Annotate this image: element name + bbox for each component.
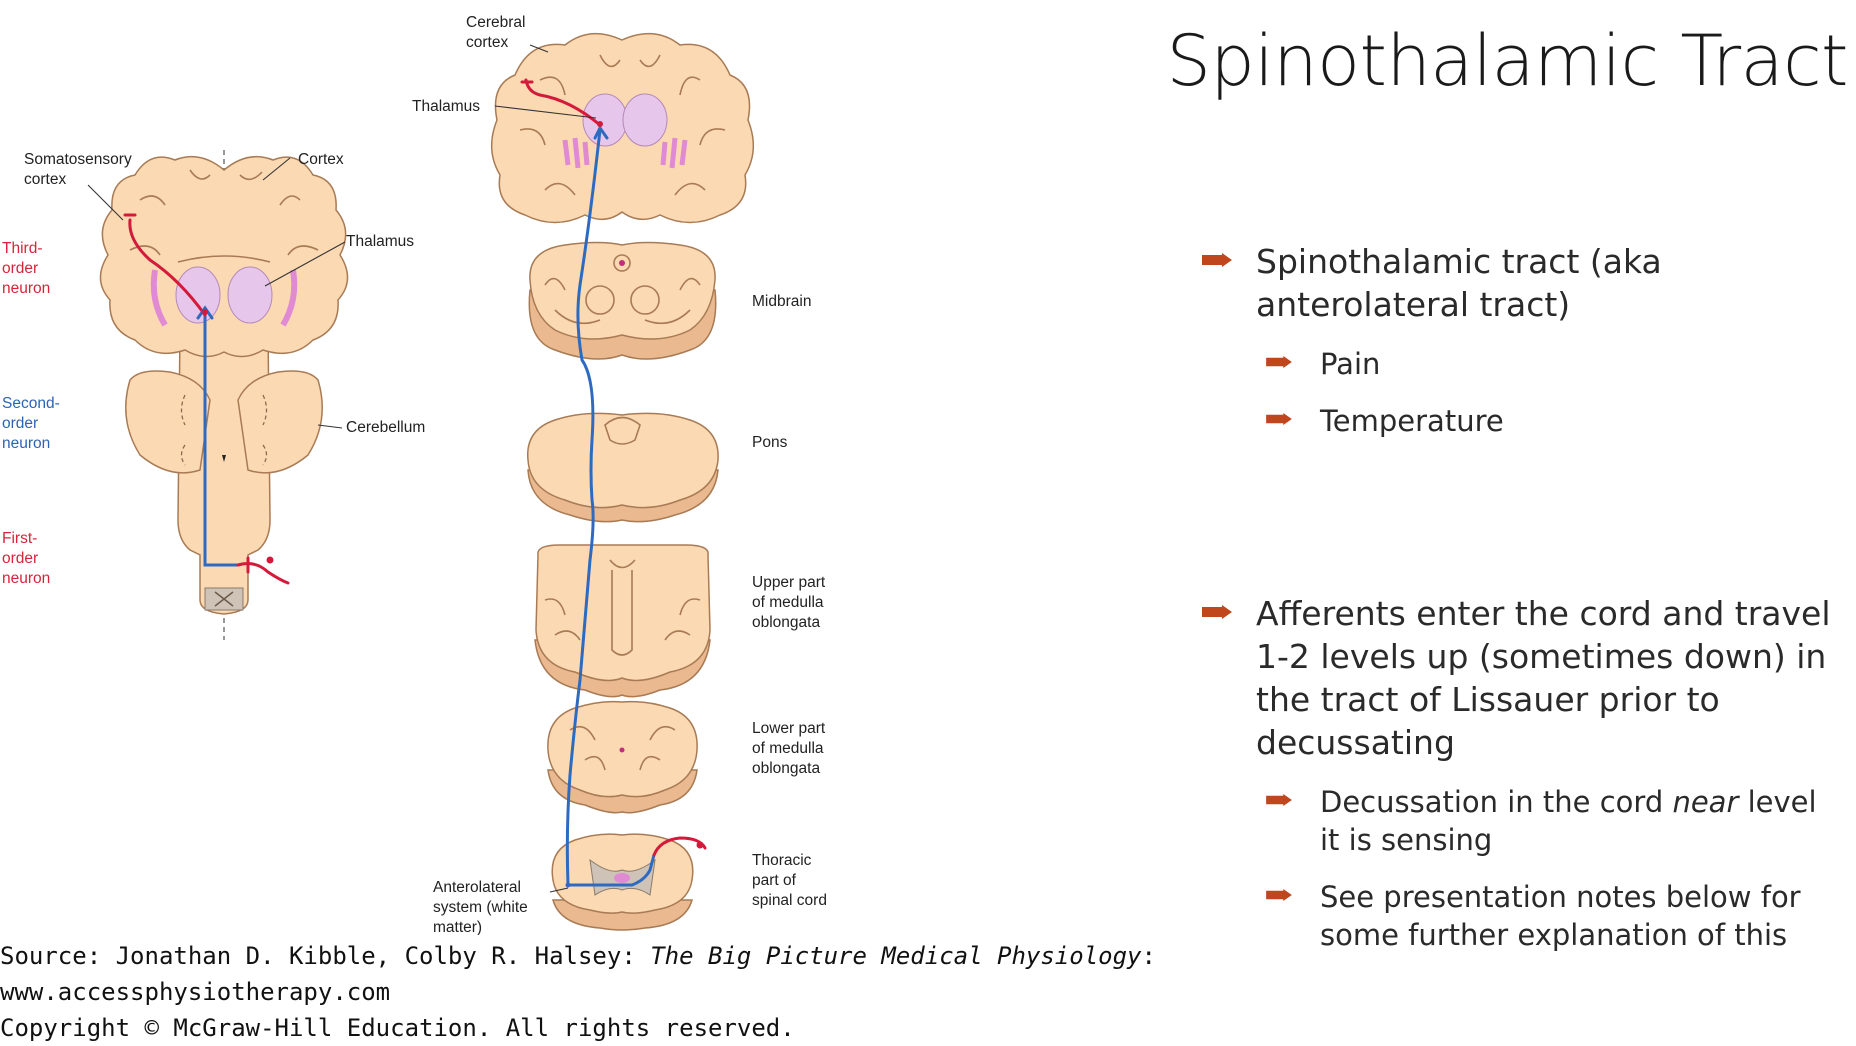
label-third-order-2: order <box>2 260 38 277</box>
anterolateral-pathway <box>565 128 656 887</box>
right-section-stack: Cerebral cortex Thalamus Midbrain Pons U… <box>412 14 827 935</box>
label-upper-medulla-3: oblongata <box>752 614 820 631</box>
label-third-order-3: neuron <box>2 280 50 297</box>
subbullet-pain: Pain <box>1266 345 1842 383</box>
source-line-1: Source: Jonathan D. Kibble, Colby R. Hal… <box>0 938 1156 974</box>
subbullet-see-notes: See presentation notes below for some fu… <box>1266 878 1842 954</box>
arrow-bullet-icon <box>1266 356 1292 368</box>
third-order-pathway <box>128 218 207 317</box>
label-cerebral-cortex-2: cortex <box>466 34 508 51</box>
bullet-text: Spinothalamic tract (aka anterolateral t… <box>1256 242 1662 324</box>
slide-title: Spinothalamic Tract <box>1166 20 1848 102</box>
third-order-neuron-right <box>524 78 602 127</box>
source-colon: : <box>1141 942 1156 970</box>
arrow-bullet-icon <box>1202 605 1232 619</box>
label-anterolateral-2: system (white <box>433 899 528 916</box>
label-upper-medulla-2: of medulla <box>752 594 824 611</box>
label-upper-medulla-1: Upper part <box>752 574 826 591</box>
label-first-order-1: First- <box>2 530 37 547</box>
subbullet-text: See presentation notes below for some fu… <box>1320 880 1801 952</box>
bullet-spinothalamic: Spinothalamic tract (aka anterolateral t… <box>1202 240 1842 326</box>
label-pons: Pons <box>752 434 788 451</box>
label-third-order-1: Third- <box>2 240 42 257</box>
arrow-bullet-icon <box>1266 889 1292 901</box>
label-thoracic-3: spinal cord <box>752 892 827 909</box>
label-second-order-2: order <box>2 415 38 432</box>
arrow-bullet-icon <box>1266 794 1292 806</box>
subbullet-text: Decussation in the cord <box>1320 785 1673 819</box>
subbullet-temperature: Temperature <box>1266 402 1842 440</box>
label-thoracic-1: Thoracic <box>752 852 812 869</box>
spinothalamic-figure: Somatosensory cortex Cortex Thalamus Cer… <box>2 14 827 935</box>
label-thalamus-left: Thalamus <box>346 233 414 250</box>
label-somatosensory-2: cortex <box>24 171 66 188</box>
subbullet-text: Pain <box>1320 347 1381 381</box>
subbullet-text: Temperature <box>1320 404 1504 438</box>
bullet-text: Afferents enter the cord and travel 1-2 … <box>1256 594 1831 762</box>
source-url: www.accessphysiotherapy.com <box>0 978 391 1006</box>
label-second-order-1: Second- <box>2 395 60 412</box>
label-midbrain: Midbrain <box>752 293 811 310</box>
source-book-title: The Big Picture Medical Physiology <box>650 942 1142 970</box>
label-second-order-3: neuron <box>2 435 50 452</box>
label-lower-medulla-2: of medulla <box>752 740 824 757</box>
label-anterolateral-1: Anterolateral <box>433 879 521 896</box>
source-copyright: Copyright © McGraw-Hill Education. All r… <box>0 1014 795 1042</box>
second-order-pathway <box>203 313 240 567</box>
label-lower-medulla-1: Lower part <box>752 720 826 737</box>
label-anterolateral-3: matter) <box>433 919 482 935</box>
label-thalamus-right: Thalamus <box>412 98 480 115</box>
subbullet-decussation: Decussation in the cord near level it is… <box>1266 783 1842 859</box>
label-cerebellum: Cerebellum <box>346 419 425 436</box>
arrow-bullet-icon <box>1266 413 1292 425</box>
label-first-order-2: order <box>2 550 38 567</box>
midbrain-section <box>529 241 716 340</box>
bullet-afferents: Afferents enter the cord and travel 1-2 … <box>1202 592 1842 764</box>
pons-section <box>527 412 719 509</box>
source-caption: Source: Jonathan D. Kibble, Colby R. Hal… <box>0 938 1156 1046</box>
source-authors: Source: Jonathan D. Kibble, Colby R. Hal… <box>0 942 651 970</box>
label-cerebral-cortex-1: Cerebral <box>466 14 525 31</box>
label-cortex: Cortex <box>298 151 344 168</box>
cerebellum-shape <box>125 370 211 474</box>
label-thoracic-2: part of <box>752 872 797 889</box>
label-somatosensory-1: Somatosensory <box>24 151 132 168</box>
bullet-list-bottom: Afferents enter the cord and travel 1-2 … <box>1202 592 1842 954</box>
upper-medulla-section <box>535 544 711 682</box>
bullet-list-top: Spinothalamic tract (aka anterolateral t… <box>1202 240 1842 440</box>
subbullet-text-end: level it is sensing <box>1320 785 1817 857</box>
label-lower-medulla-3: oblongata <box>752 760 820 777</box>
subbullet-emphasis: near <box>1672 785 1739 819</box>
label-first-order-3: neuron <box>2 570 50 587</box>
arrow-bullet-icon <box>1202 253 1232 267</box>
left-brain-diagram: Somatosensory cortex Cortex Thalamus Cer… <box>2 150 425 640</box>
